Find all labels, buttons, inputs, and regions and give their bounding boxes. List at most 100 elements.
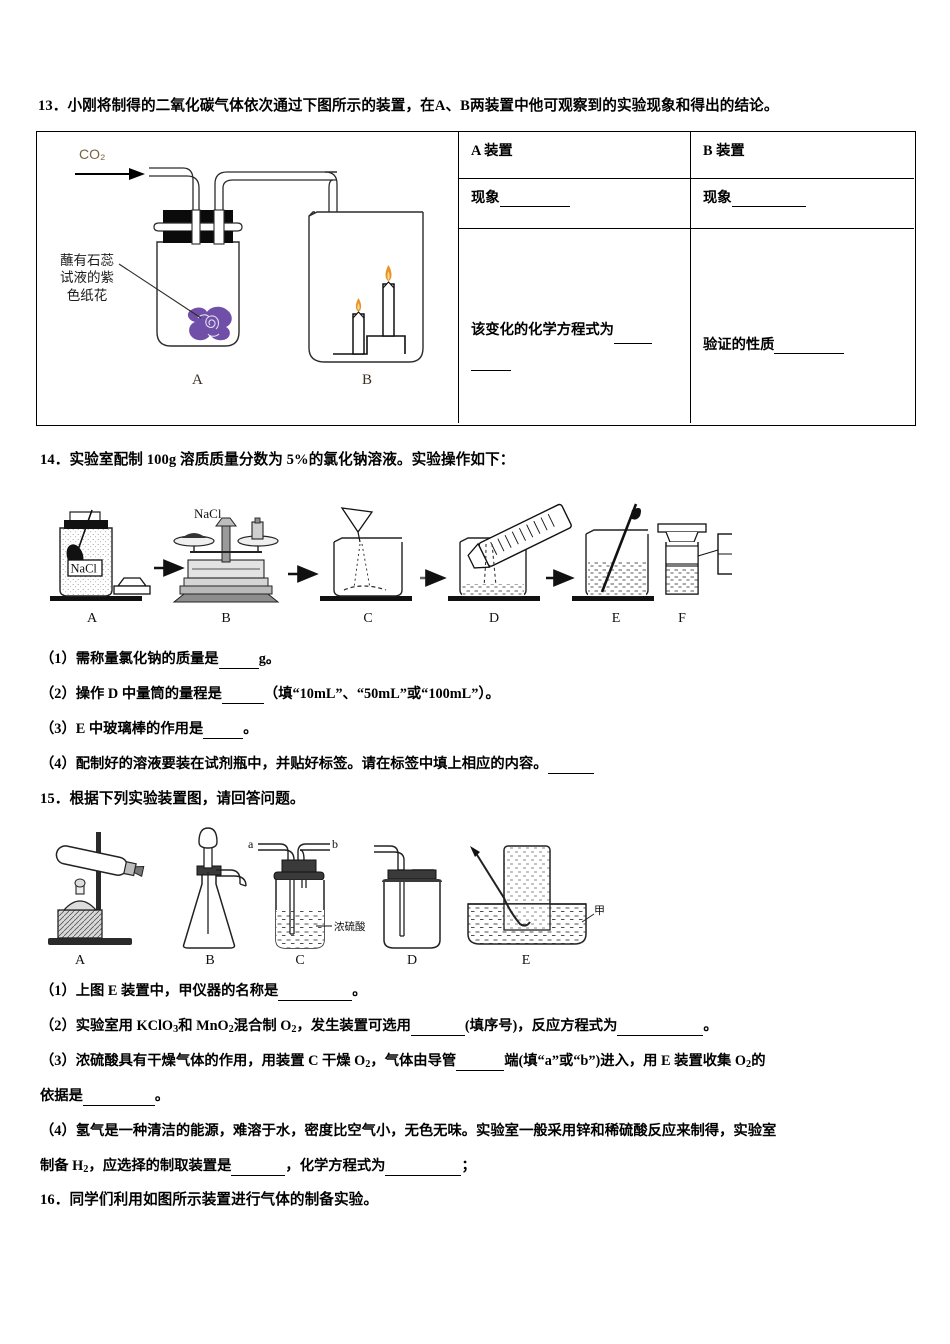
q15-sub-3: （3）浓硫酸具有干燥气体的作用，用装置 C 干燥 O2，气体由导管 端(填“a”或…: [40, 1052, 765, 1071]
sub-text: 的: [751, 1053, 766, 1069]
svg-text:A: A: [87, 611, 98, 626]
annotation-line-1: 蘸有石蕊: [60, 253, 114, 268]
sub-tail: 。: [154, 1088, 170, 1104]
table-row: 现象 现象: [459, 179, 914, 229]
table-cell-equation-a: 该变化的化学方程式为: [459, 229, 691, 423]
apparatus-e: E: [572, 503, 654, 626]
q13-answer-table: A 装置 B 装置 现象 现象 该变化的化学方程式为 验证的性质: [459, 132, 914, 423]
sub-text: E 中玻璃棒的作用是: [75, 721, 204, 737]
q15-figure-svg: A B a: [48, 827, 605, 968]
svg-text:C: C: [295, 953, 304, 968]
sub-no: （3）: [40, 1053, 76, 1069]
q13-figure-svg: [75, 167, 424, 363]
sub-text: 浓硫酸具有干燥气体的作用，用装置 C 干燥 O: [75, 1053, 366, 1069]
sub-tail: ；: [461, 1158, 476, 1174]
subscript: 2: [83, 1164, 89, 1176]
sub-tail: 。: [243, 721, 258, 737]
table-header-a: A 装置: [459, 132, 691, 178]
answer-blank[interactable]: [617, 1021, 704, 1036]
phenomenon-a-label: 现象: [471, 190, 500, 206]
apparatus-d-q15: D: [374, 845, 442, 968]
sub-text: 实验室用 KClO: [75, 1018, 174, 1034]
phenomenon-b-label: 现象: [703, 190, 732, 206]
answer-blank[interactable]: [547, 759, 594, 774]
answer-blank[interactable]: [499, 192, 570, 207]
table-row: A 装置 B 装置: [459, 132, 914, 179]
svg-text:D: D: [489, 611, 499, 626]
subscript: 2: [228, 1024, 234, 1036]
sub-text: 操作 D 中量筒的量程是: [75, 686, 222, 702]
table-header-b: B 装置: [703, 143, 745, 159]
sub-tail: （填“10mL”、“50mL”或“100mL”）。: [263, 686, 500, 702]
co2-gas-label: CO₂: [79, 146, 106, 162]
svg-text:D: D: [407, 953, 417, 968]
apparatus-a: NaCl A: [50, 509, 151, 626]
apparatus-d: D: [448, 503, 572, 626]
answer-blank[interactable]: [218, 654, 259, 669]
svg-text:NaCl: NaCl: [194, 506, 222, 521]
sub-tail: g。: [258, 651, 281, 667]
q14-sub-2: （2）操作 D 中量筒的量程是 （填“10mL”、“50mL”或“100mL”）。: [40, 685, 500, 704]
svg-text:B: B: [205, 953, 214, 968]
device-b-label: B: [362, 372, 373, 388]
sub-no: （2）: [40, 686, 76, 702]
question-16-stem: 16．同学们利用如图所示装置进行气体的制备实验。: [40, 1192, 379, 1208]
sub-text: (填序号)，反应方程式为: [464, 1018, 618, 1034]
svg-text:C: C: [363, 611, 372, 626]
answer-blank[interactable]: [410, 1021, 465, 1036]
subscript: 2: [365, 1059, 371, 1071]
question-15-stem: 15．根据下列实验装置图，请回答问题。: [40, 791, 305, 807]
sub-text: ，气体由导管: [370, 1053, 457, 1069]
sub-text: ，发生装置可选用: [296, 1018, 411, 1034]
sub-text: 制备 H: [40, 1158, 84, 1174]
table-cell-property-b: 验证的性质: [691, 229, 914, 423]
question-13-block: CO₂: [36, 131, 916, 426]
q15-sub-2: （2）实验室用 KClO3和 MnO2混合制 O2，发生装置可选用(填序号)，反…: [40, 1017, 718, 1036]
question-13-stem: 13．小刚将制得的二氧化碳气体依次通过下图所示的装置，在A、B两装置中他可观察到…: [38, 98, 779, 114]
answer-blank[interactable]: [203, 724, 244, 739]
answer-blank[interactable]: [774, 339, 845, 354]
litmus-flower-annotation: 蘸有石蕊 试液的紫 色纸花: [47, 252, 127, 304]
subscript: 2: [291, 1024, 297, 1036]
q15-sub-3-line2: 依据是。: [40, 1087, 169, 1106]
apparatus-e-q15: 甲 E: [467, 845, 605, 968]
answer-blank[interactable]: [456, 1056, 505, 1071]
q14-apparatus-figure: NaCl A NaCl: [42, 498, 779, 626]
q13-apparatus-figure: CO₂: [37, 132, 459, 423]
svg-text:E: E: [612, 611, 621, 626]
apparatus-c-q15: a b: [248, 837, 366, 968]
apparatus-b: NaCl: [172, 506, 280, 626]
answer-blank-cont[interactable]: [471, 357, 511, 372]
question-14-stem: 14．实验室配制 100g 溶质质量分数为 5%的氯化钠溶液。实验操作如下：: [40, 452, 515, 468]
svg-text:B: B: [221, 611, 230, 626]
sub-text: 上图 E 装置中，甲仪器的名称是: [75, 983, 279, 999]
svg-text:F: F: [678, 611, 686, 626]
sub-no: （4）: [40, 756, 76, 772]
q15-sub-4-line2: 制备 H2，应选择的制取装置是，化学方程式为；: [40, 1157, 476, 1176]
annotation-line-2: 试液的紫: [60, 270, 114, 286]
svg-text:A: A: [75, 953, 86, 968]
svg-text:NaCl: NaCl: [71, 562, 98, 576]
answer-blank[interactable]: [731, 192, 806, 207]
table-cell-phenomenon-b: 现象: [691, 179, 914, 228]
sub-text: 配制好的溶液要装在试剂瓶中，并贴好标签。请在标签中填上相应的内容。: [75, 756, 548, 772]
q15-sub-1: （1）上图 E 装置中，甲仪器的名称是。: [40, 982, 367, 1001]
apparatus-f: F: [657, 523, 779, 626]
sub-text: 端(填“a”或“b”)进入，用 E 装置收集 O: [504, 1053, 747, 1069]
answer-blank[interactable]: [82, 1091, 155, 1106]
answer-blank[interactable]: [231, 1161, 286, 1176]
table-cell-phenomenon-a: 现象: [459, 179, 691, 228]
annotation-line-3: 色纸花: [66, 287, 108, 303]
answer-blank[interactable]: [613, 330, 652, 345]
answer-blank[interactable]: [278, 986, 353, 1001]
sub-text: 需称量氯化钠的质量是: [75, 651, 219, 667]
sub-text: ，应选择的制取装置是: [88, 1158, 232, 1174]
answer-blank[interactable]: [221, 689, 264, 704]
sub-tail: 。: [703, 1018, 718, 1034]
apparatus-b-q15: B: [182, 827, 247, 968]
sub-no: （3）: [40, 721, 76, 737]
answer-blank[interactable]: [385, 1161, 462, 1176]
svg-text:a: a: [248, 837, 254, 851]
table-row: 该变化的化学方程式为 验证的性质: [459, 229, 914, 423]
